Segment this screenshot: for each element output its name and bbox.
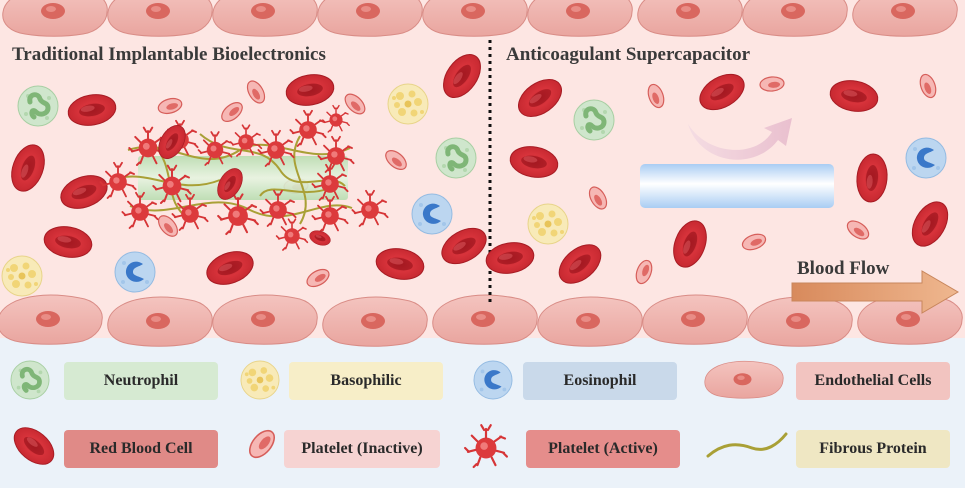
endothelial-layer-bottom (0, 294, 963, 347)
curved-arrow-icon (688, 118, 792, 160)
legend-icons (6, 360, 788, 473)
legend-label-basophilic: Basophilic (289, 362, 443, 400)
legend-label-platelet-active: Platelet (Active) (526, 430, 680, 468)
legend-label-fibrous-protein: Fibrous Protein (796, 430, 950, 468)
blood-flow-label: Blood Flow (797, 258, 890, 279)
fibrous-protein-icon (706, 432, 788, 458)
eosinophil-icon (473, 360, 513, 400)
legend-label-platelet-inactive: Platelet (Inactive) (284, 430, 440, 468)
legend-label-endothelial-cells: Endothelial Cells (796, 362, 950, 400)
neutrophil-icon (11, 361, 49, 399)
legend-label-eosinophil: Eosinophil (523, 362, 677, 400)
endothelial-layer-top (2, 0, 958, 37)
blood-flow-arrow-icon (791, 270, 959, 314)
endothelial-cell-icon (704, 360, 784, 399)
legend-label-red-blood-cell: Red Blood Cell (64, 430, 218, 468)
legend-label-neutrophil: Neutrophil (64, 362, 218, 400)
basophil-icon (240, 360, 280, 400)
right-panel-title: Anticoagulant Supercapacitor (506, 44, 751, 65)
left-panel-title: Traditional Implantable Bioelectronics (12, 44, 326, 65)
supercapacitor-device (640, 164, 834, 208)
